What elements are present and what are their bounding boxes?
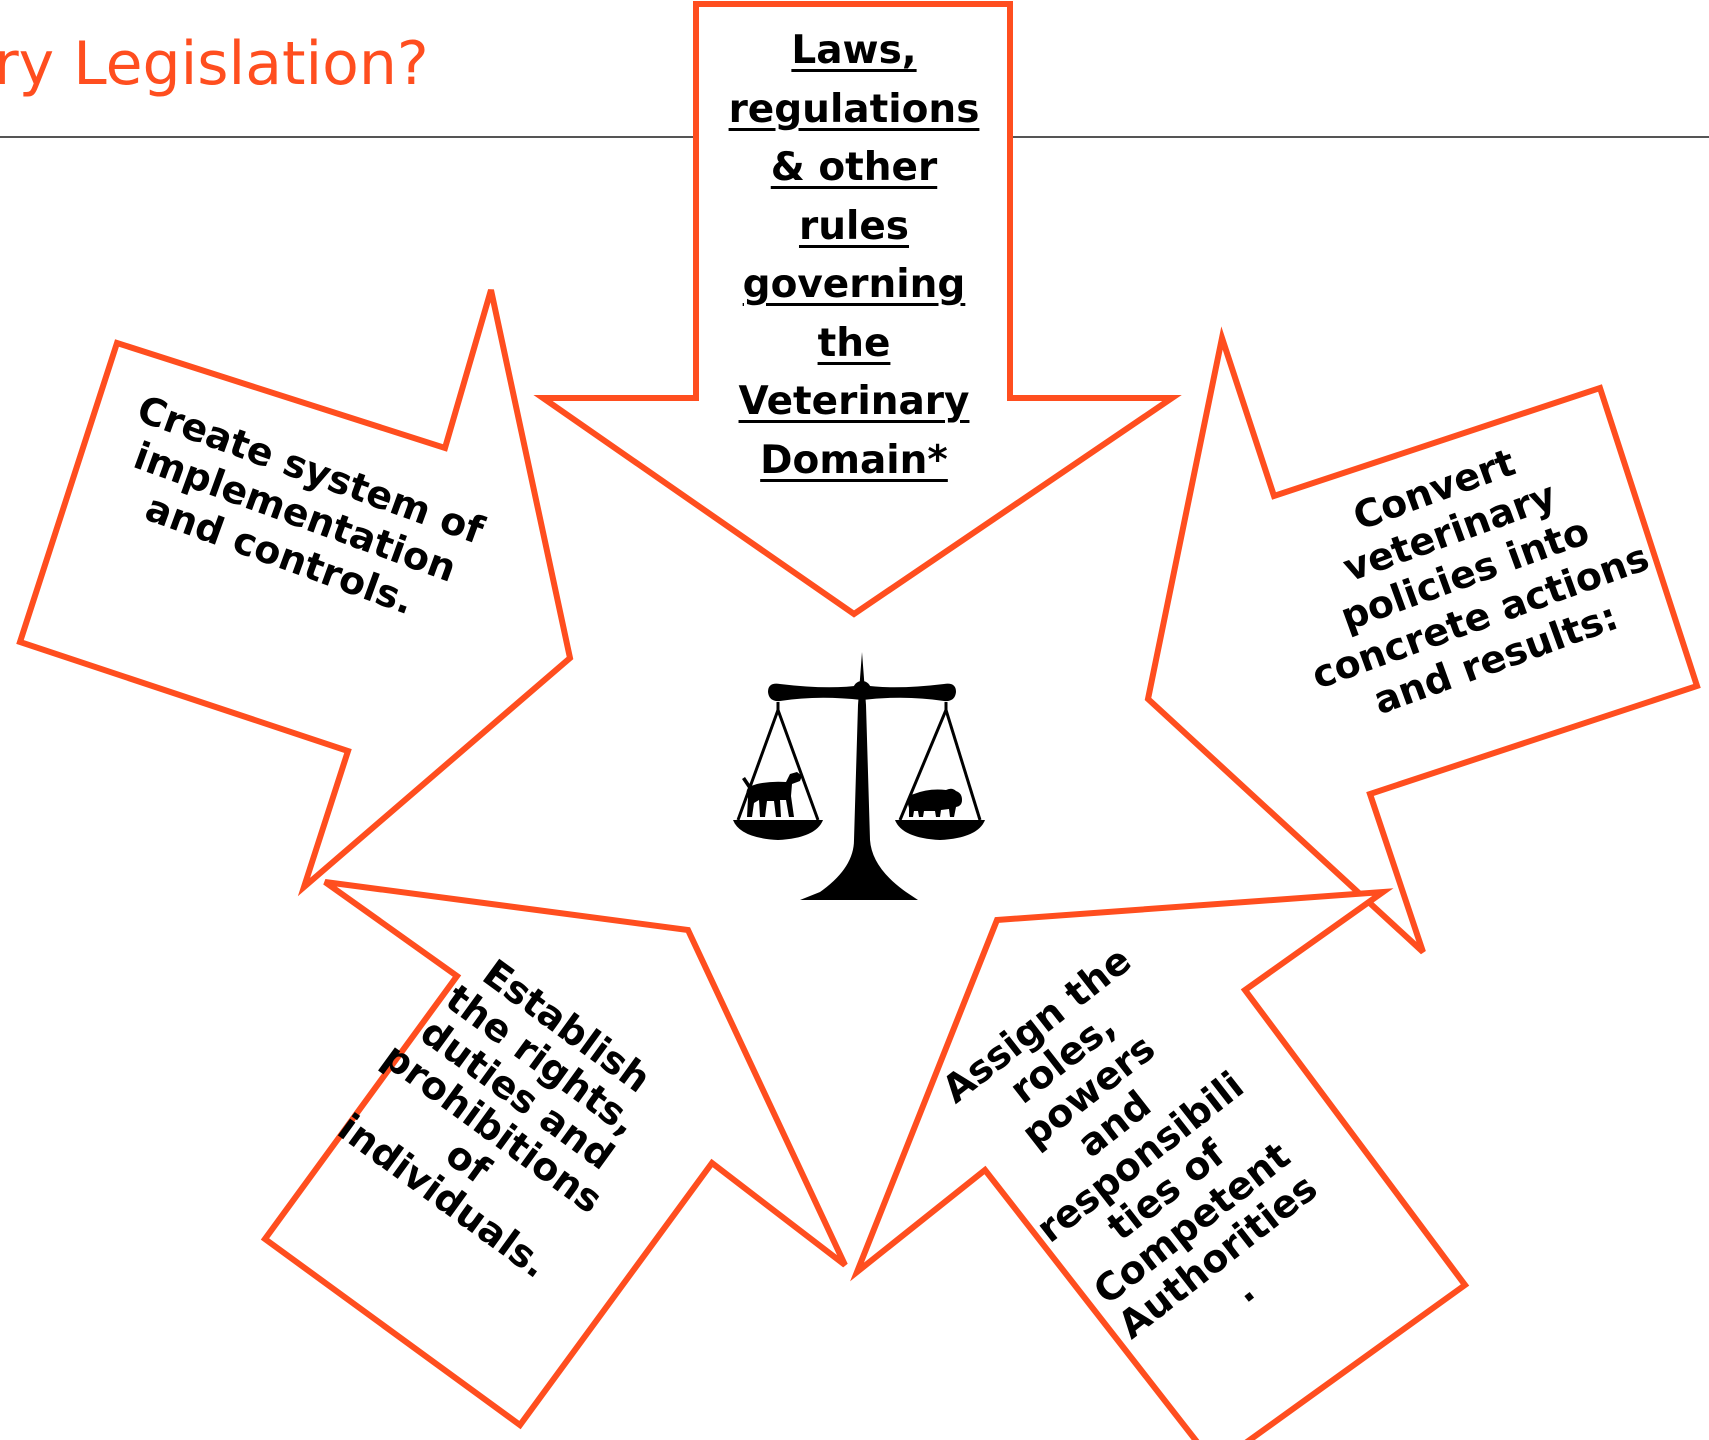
arrow-top-line: Laws, <box>791 28 917 73</box>
arrow-top-line: the <box>817 320 891 366</box>
dog-icon <box>742 772 802 817</box>
pig-icon <box>907 788 962 817</box>
arrow-top-line: rules <box>798 203 910 249</box>
arrow-top <box>533 1 1182 618</box>
arrow-lower-left <box>260 879 848 1430</box>
slide-title: ry Legislation? <box>0 29 429 99</box>
arrow-top-line: governing <box>742 262 966 307</box>
arrow-top-line: & other <box>770 145 938 190</box>
arrow-top-line: Domain* <box>760 437 948 483</box>
arrow-top-line: regulations <box>728 86 980 132</box>
scales-of-justice-icon <box>733 652 985 900</box>
arrow-top-line: Veterinary <box>738 379 970 424</box>
arrow-upper-right <box>1144 326 1701 955</box>
arrow-lower-right <box>850 888 1470 1440</box>
arrow-top-text: Laws, regulations & other rules governin… <box>714 22 994 490</box>
arrow-upper-left <box>16 289 574 897</box>
